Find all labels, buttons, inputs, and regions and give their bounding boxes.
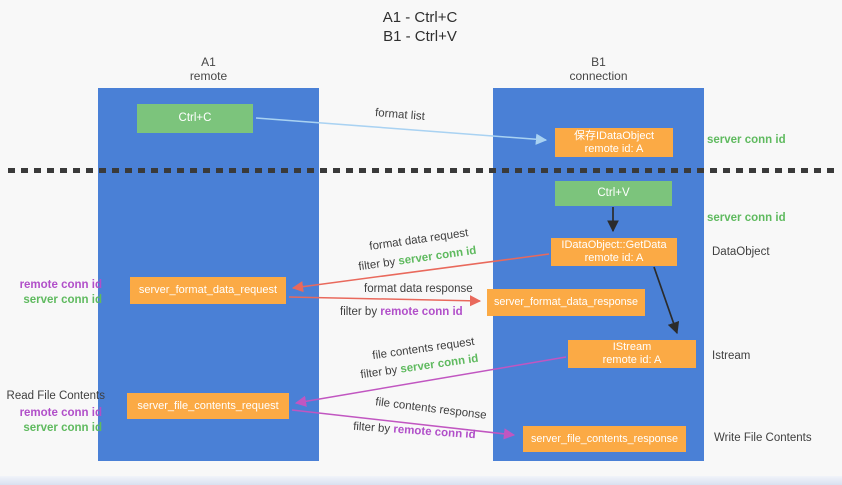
node-ctrl-c-label: Ctrl+C: [178, 112, 212, 124]
label-filter-format-data-response: filter by remote conn id: [340, 306, 463, 318]
node-server-format-data-request: server_format_data_request: [130, 277, 286, 304]
annotation-server-conn-id-2: server conn id: [23, 421, 102, 434]
node-idataobject-getdata-line2: remote id: A: [584, 252, 644, 264]
label-format-list: format list: [374, 107, 426, 123]
filter-key-remote-conn-id-2: remote conn id: [392, 423, 476, 442]
lane-b1-subtitle: connection: [569, 69, 628, 83]
filter-prefix-2: filter by: [340, 306, 381, 318]
label-filter-file-contents-response: filter by remote conn id: [353, 421, 476, 442]
node-idataobject-getdata-line1: IDataObject::GetData: [561, 239, 667, 251]
annotation-left-group1: remote conn id server conn id: [8, 278, 102, 307]
lane-header-b1: B1 connection: [493, 55, 704, 83]
annotation-write-file-contents: Write File Contents: [714, 432, 812, 444]
filter-prefix-4: filter by: [352, 420, 394, 436]
node-server-format-data-request-label: server_format_data_request: [138, 284, 278, 296]
annotation-server-conn-id-top: server conn id: [707, 134, 786, 146]
node-save-idataobject-line2: remote id: A: [584, 142, 644, 155]
filter-prefix-3: filter by: [359, 363, 402, 382]
filter-prefix-1: filter by: [357, 255, 400, 274]
label-format-data-response: format data response: [364, 283, 473, 295]
lane-header-a1: A1 remote: [98, 55, 319, 83]
bottom-edge: [0, 476, 842, 485]
label-file-contents-response: file contents response: [374, 396, 488, 422]
annotation-server-conn-id-mid: server conn id: [707, 212, 786, 224]
lane-a1-name: A1: [201, 55, 216, 69]
node-save-idataobject-line1: 保存IDataObject: [573, 129, 655, 142]
annotation-remote-conn-id-1: remote conn id: [19, 279, 102, 291]
node-idataobject-getdata: IDataObject::GetData remote id: A: [551, 238, 677, 266]
filter-key-remote-conn-id-1: remote conn id: [380, 306, 463, 318]
annotation-dataobject: DataObject: [712, 246, 770, 258]
node-ctrl-v: Ctrl+V: [555, 181, 672, 206]
diagram-title: A1 - Ctrl+C B1 - Ctrl+V: [330, 8, 510, 46]
filter-key-server-conn-id-1: server conn id: [397, 244, 478, 268]
node-server-file-contents-request: server_file_contents_request: [127, 393, 289, 419]
title-line-a1: A1 - Ctrl+C: [382, 9, 458, 26]
session-divider-dotted-line: [8, 168, 840, 173]
node-save-idataobject: 保存IDataObject remote id: A: [555, 128, 673, 157]
node-ctrl-v-label: Ctrl+V: [597, 187, 630, 199]
node-server-format-data-response-label: server_format_data_response: [493, 296, 639, 308]
annotation-remote-conn-id-2: remote conn id: [19, 407, 102, 419]
annotation-server-conn-id-1: server conn id: [23, 293, 102, 306]
lane-b1-name: B1: [591, 55, 606, 69]
node-istream-line1: IStream: [612, 341, 652, 353]
node-server-file-contents-response: server_file_contents_response: [523, 426, 686, 452]
node-ctrl-c: Ctrl+C: [137, 104, 253, 133]
node-server-file-contents-request-label: server_file_contents_request: [137, 399, 279, 412]
title-line-b1: B1 - Ctrl+V: [383, 28, 457, 45]
annotation-istream: Istream: [712, 350, 751, 362]
node-istream-line2: remote id: A: [602, 354, 662, 366]
annotation-read-file-contents: Read File Contents: [6, 390, 105, 402]
node-server-file-contents-response-label: server_file_contents_response: [530, 432, 679, 445]
node-server-format-data-response: server_format_data_response: [487, 289, 645, 316]
node-istream: IStream remote id: A: [568, 340, 696, 368]
lane-a1-subtitle: remote: [189, 69, 228, 83]
annotation-left-group2: remote conn id server conn id: [8, 406, 102, 435]
